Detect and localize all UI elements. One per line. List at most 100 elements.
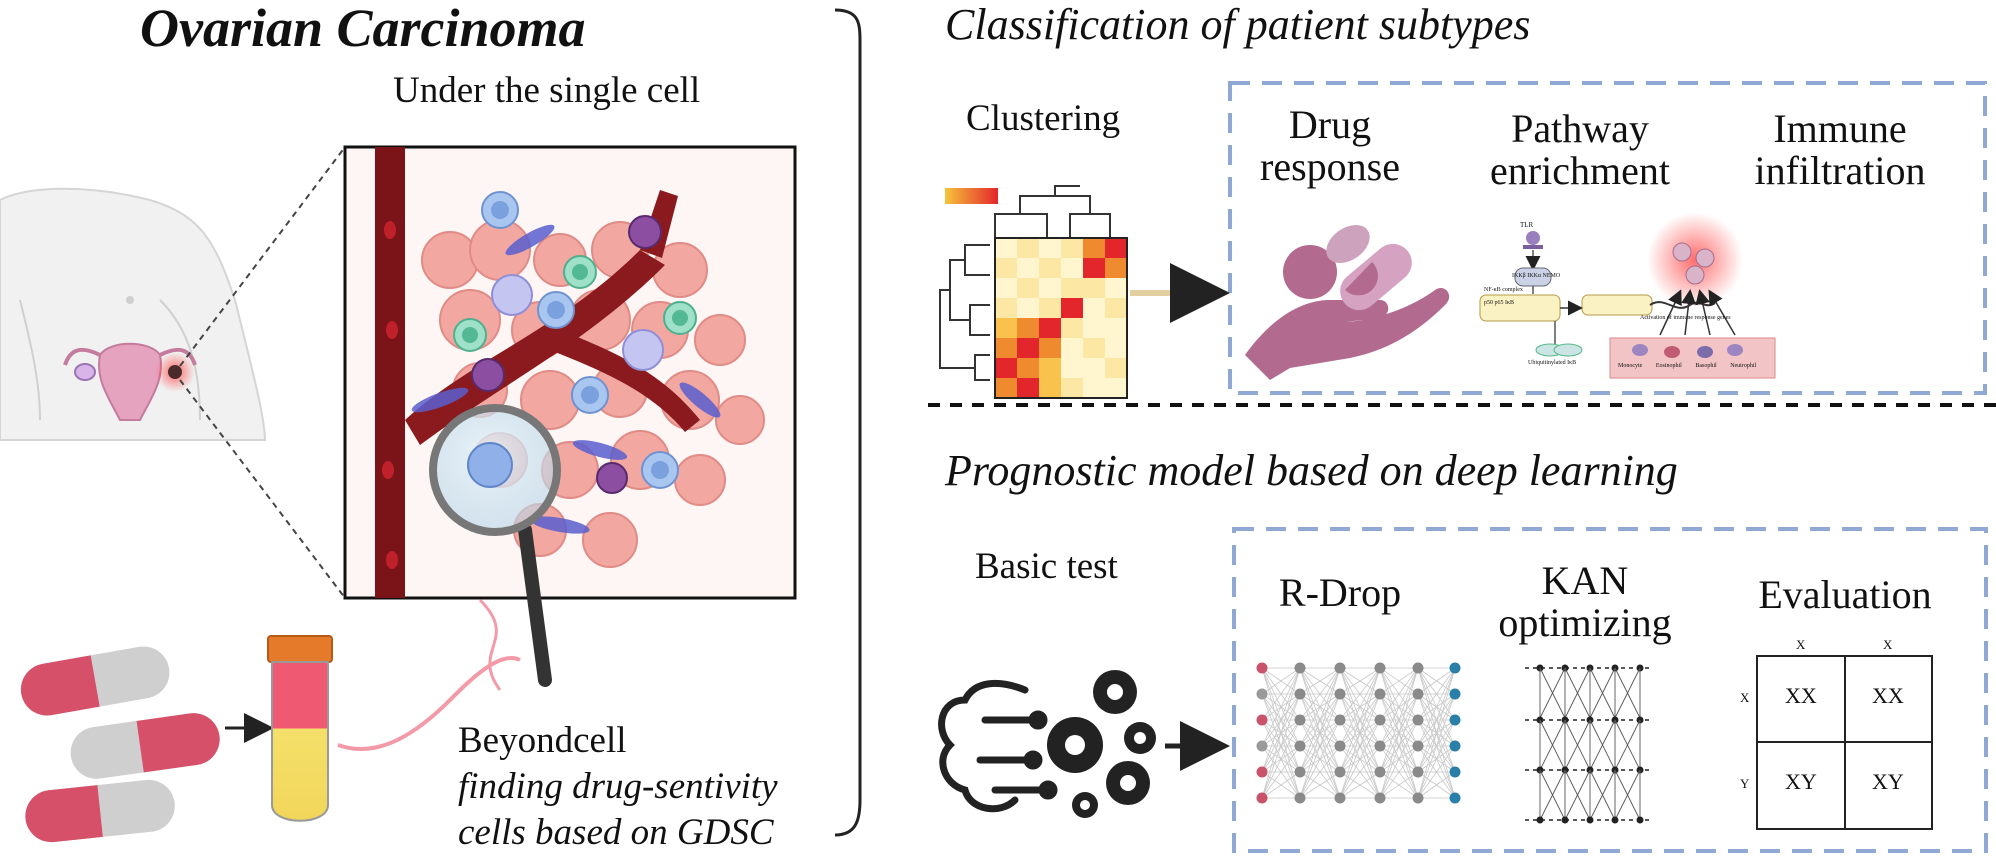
nn-edge (1261, 667, 1301, 695)
nn-node (1412, 714, 1424, 726)
heatmap-cell (995, 338, 1017, 358)
nn-node (1334, 714, 1346, 726)
drug-response-icon (1245, 224, 1450, 380)
heatmap-cell (1039, 358, 1061, 378)
matrix-col-1: X (1796, 637, 1806, 652)
nn-edge (1379, 745, 1419, 799)
nn-node (1256, 792, 1268, 804)
kan-edge (1564, 667, 1591, 719)
nn-node (1334, 688, 1346, 700)
heatmap-cell (1083, 358, 1105, 378)
nn-edge (1261, 719, 1301, 799)
kan-edge (1589, 769, 1616, 821)
nn-node (1256, 714, 1268, 726)
panel-kan-line1: KAN (1541, 558, 1629, 603)
nn-edge (1299, 667, 1341, 721)
matrix-row-2: Y (1740, 776, 1750, 791)
pathway-p65: p65 (1494, 300, 1504, 306)
brain-gears-icon (938, 679, 1058, 813)
heatmap-cell (1017, 338, 1039, 358)
nn-node (1374, 688, 1386, 700)
nn-edge (1261, 771, 1301, 799)
subtype-dashed-box (1228, 81, 1987, 395)
heatmap-cell (995, 318, 1017, 338)
heatmap-cell (1105, 298, 1127, 318)
nn-edge (1417, 667, 1456, 695)
heatmap-cell (1083, 238, 1105, 258)
kan-node (1636, 816, 1644, 824)
heatmap-cell (1105, 358, 1127, 378)
body-silhouette (0, 187, 267, 441)
nn-node (1334, 740, 1346, 752)
nn-node (1412, 688, 1424, 700)
beyondcell-squiggle (337, 656, 521, 751)
nn-node (1374, 792, 1386, 804)
heatmap (994, 237, 1128, 399)
panel-drug-line1: Drug (1288, 102, 1372, 147)
prognostic-section-title: Prognostic model based on deep learning (945, 446, 1678, 495)
nn-edge (1261, 667, 1301, 747)
panel-immune-line1: Immune (1773, 106, 1907, 151)
nn-node (1412, 766, 1424, 778)
nn-node (1294, 766, 1306, 778)
panel-pathway: Pathway enrichment (1460, 108, 1700, 192)
matrix-col-2: X (1883, 637, 1893, 652)
nn-node (1294, 714, 1306, 726)
nn-edge (1299, 771, 1341, 799)
microscope-caption: Under the single cell (393, 70, 701, 111)
kan-diagram (1525, 664, 1650, 824)
beyondcell-title: Beyondcell (458, 720, 627, 761)
heatmap-colorbar (945, 188, 998, 204)
magnifier-icon (429, 404, 561, 687)
heatmap-cell (995, 278, 1017, 298)
nn-node (1294, 792, 1306, 804)
heatmap-cell (1017, 378, 1039, 398)
heatmap-cell (1039, 238, 1061, 258)
immune-infiltration-icon (1609, 212, 1776, 379)
heatmap-cell (1105, 258, 1127, 278)
section-bracket (834, 8, 862, 837)
heatmap-cell (1105, 378, 1127, 398)
heatmap-cell (1061, 378, 1083, 398)
pathway-ikk: IKKβ IKKα NEMO (1512, 273, 1560, 279)
nn-edge (1261, 667, 1301, 773)
heatmap-cell (1061, 318, 1083, 338)
kan-edge (1564, 769, 1591, 821)
kan-edge (1539, 719, 1566, 771)
panel-kan: KAN optimizing (1475, 560, 1695, 644)
pathway-nemo: NEMO (1542, 273, 1561, 279)
nn-edge (1339, 719, 1381, 799)
nn-edge (1379, 719, 1419, 799)
heatmap-cell (1017, 258, 1039, 278)
matrix-cell-21: XY (1785, 769, 1817, 794)
panel-drug-response: Drug response (1255, 104, 1405, 188)
pathway-ikka: IKKα (1527, 273, 1542, 279)
heatmap-cell (1083, 318, 1105, 338)
nn-edge (1417, 719, 1456, 799)
nn-edge (1261, 667, 1301, 721)
nn-edge (1299, 667, 1341, 799)
kan-node (1586, 816, 1594, 824)
nn-edge (1379, 667, 1419, 695)
nn-node (1374, 766, 1386, 778)
heatmap-cell (1061, 238, 1083, 258)
gear-icon (1047, 670, 1156, 818)
evaluation-matrix (1756, 655, 1933, 830)
nn-node (1256, 766, 1268, 778)
heatmap-frame (994, 237, 1128, 399)
nn-edge (1417, 667, 1456, 773)
heatmap-cell (1017, 298, 1039, 318)
heatmap-cell (1105, 338, 1127, 358)
nn-node (1334, 766, 1346, 778)
heatmap-cell (995, 358, 1017, 378)
heatmap-cell (995, 298, 1017, 318)
pathway-ikkb: IKKβ (1512, 273, 1526, 279)
nn-edge (1339, 667, 1381, 799)
heatmap-cell (1061, 278, 1083, 298)
heatmap-cell (1039, 258, 1061, 278)
nn-node (1449, 688, 1461, 700)
panel-pathway-line1: Pathway (1511, 106, 1649, 151)
nn-node (1294, 688, 1306, 700)
pills-icon (20, 646, 220, 843)
nn-node (1256, 688, 1268, 700)
